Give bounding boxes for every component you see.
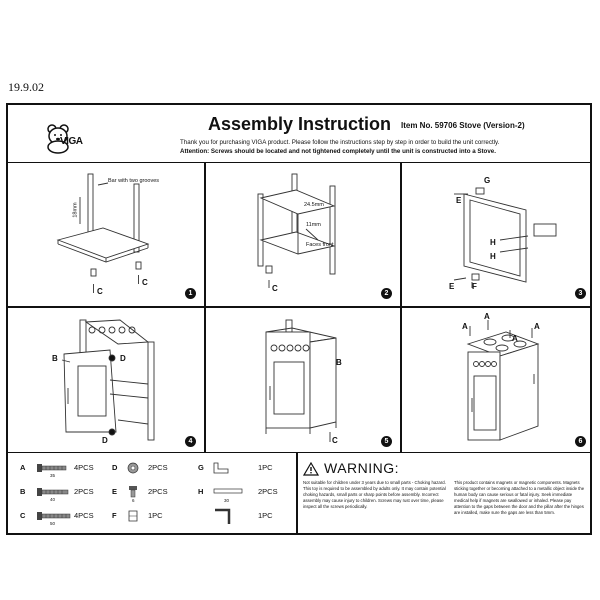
page-title: Assembly Instruction (208, 114, 392, 134)
callout-dimension: 18mm (72, 202, 79, 218)
part-row: E 6 2PCS (108, 483, 198, 505)
part-row: C 50 4PCS (16, 507, 106, 529)
step-number-badge: 4 (185, 436, 196, 447)
part-row: F 1PC (108, 507, 198, 529)
part-dimension: 6 (132, 498, 135, 503)
part-letter: H (198, 487, 204, 496)
part-quantity: 2PCS (148, 463, 168, 472)
allen-key-icon (215, 508, 231, 524)
part-letter: D (112, 463, 118, 472)
callout-part-a: A (462, 322, 468, 331)
washer-icon (127, 462, 139, 474)
callout-part-a: A (534, 322, 540, 331)
steps-grid: Bar with two grooves 18mm C C 1 (8, 162, 590, 452)
dowel-icon (213, 488, 243, 494)
intro-text: Thank you for purchasing VIGA product. P… (180, 139, 500, 146)
instruction-sheet: VIGA Assembly Instruction Item No. 59706… (6, 103, 592, 535)
callout-part-c: C (332, 436, 338, 445)
part-quantity: 4PCS (74, 463, 94, 472)
part-quantity: 2PCS (258, 487, 278, 496)
callout-part-d: D (102, 436, 108, 445)
callout-part-b: B (52, 354, 58, 363)
bear-logo-icon (38, 120, 94, 154)
step-2-illustration (257, 173, 336, 288)
part-quantity: 4PCS (74, 511, 94, 520)
part-letter: C (20, 511, 26, 520)
sheet-header: VIGA Assembly Instruction Item No. 59706… (8, 105, 590, 163)
part-dimension: 50 (50, 521, 56, 526)
step-2-panel: 24.5mm 11mm Faces front C 2 (206, 162, 400, 306)
item-number: Item No. 59706 Stove (Version-2) (401, 121, 525, 130)
step-3-illustration (453, 187, 557, 288)
logo-text: VIGA (60, 136, 83, 147)
part-row: B 40 2PCS (16, 483, 106, 505)
step-number-badge: 3 (575, 288, 586, 299)
part-row: H 30 2PCS (198, 483, 296, 505)
small-screw-icon (129, 486, 137, 498)
callout-part-c: C (142, 278, 148, 287)
callout-part-g: G (484, 176, 491, 185)
part-letter: B (20, 487, 26, 496)
part-row: 1PC (198, 507, 296, 529)
part-quantity: 1PC (148, 511, 163, 520)
callout-part-e: E (449, 282, 455, 291)
long-screw-icon (37, 464, 67, 472)
callout-part-f: F (472, 282, 477, 291)
step-number-badge: 2 (381, 288, 392, 299)
warning-triangle-icon (303, 462, 319, 476)
part-row: D 2PCS (108, 459, 198, 481)
part-row: G 1PC (198, 459, 296, 481)
part-dimension: 30 (224, 498, 230, 503)
step-6-illustration (466, 320, 540, 441)
parts-divider (296, 453, 298, 535)
document-date: 19.9.02 (8, 80, 44, 94)
part-row: A 35 4PCS (16, 459, 106, 481)
step-4-illustration (61, 319, 155, 441)
callout-bar-grooves: Bar with two grooves (108, 178, 160, 184)
callout-part-d: D (120, 354, 126, 363)
parts-list: A 35 4PCS B (8, 452, 590, 535)
step-number-badge: 6 (575, 436, 586, 447)
part-quantity: 1PC (258, 511, 273, 520)
step-number-badge: 5 (381, 436, 392, 447)
part-letter: G (198, 463, 204, 472)
warning-text-left: Not suitable for children under 3 years … (303, 480, 446, 509)
part-dimension: 40 (50, 497, 56, 502)
callout-part-e: E (456, 196, 462, 205)
attention-text: Attention: Screws should be located and … (180, 148, 496, 155)
part-quantity: 2PCS (74, 487, 94, 496)
part-letter: F (112, 511, 117, 520)
part-dimension: 35 (50, 473, 56, 478)
long-screw-icon (37, 512, 71, 520)
callout-part-c: C (272, 284, 278, 293)
step-5-panel: B C 5 (206, 308, 400, 452)
callout-part-c: C (97, 287, 103, 296)
bracket-icon (213, 462, 229, 474)
callout-dimension: 11mm (306, 222, 321, 228)
part-letter: A (20, 463, 26, 472)
callout-part-a: A (512, 334, 518, 343)
step-6-panel: A A A A 6 (402, 308, 590, 452)
callout-part-h: H (490, 238, 496, 247)
step-number-badge: 1 (185, 288, 196, 299)
step-3-panel: G E H H E F 3 (402, 162, 590, 306)
step-1-illustration (56, 173, 150, 293)
grid-divider (8, 306, 590, 308)
callout-part-a: A (484, 312, 490, 321)
step-4-panel: B D D 4 (8, 308, 204, 452)
step-1-panel: Bar with two grooves 18mm C C 1 (8, 162, 204, 306)
long-screw-icon (37, 488, 69, 496)
part-letter: E (112, 487, 118, 496)
warning-text-right: This product contains magnets or magneti… (454, 480, 585, 515)
part-quantity: 1PC (258, 463, 273, 472)
callout-dimension: 24.5mm (304, 202, 324, 208)
callout-part-h: H (490, 252, 496, 261)
callout-part-b: B (336, 358, 342, 367)
callout-faces-front: Faces front (306, 242, 334, 248)
part-quantity: 2PCS (148, 487, 168, 496)
magnet-icon (128, 510, 138, 522)
step-5-illustration (265, 319, 337, 442)
warning-title: WARNING: (324, 460, 400, 476)
